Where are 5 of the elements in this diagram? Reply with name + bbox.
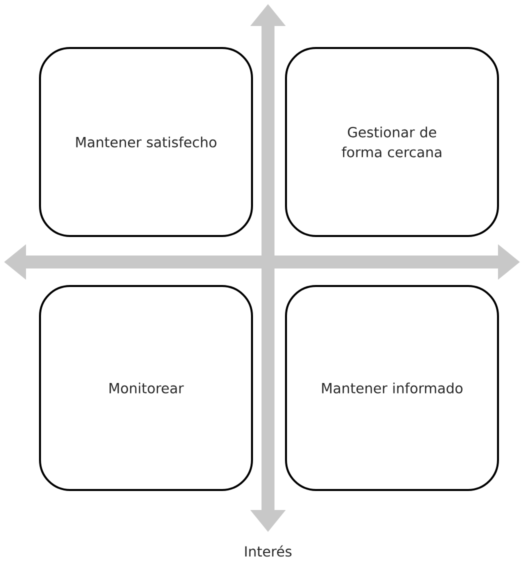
quadrant-box: Mantener informado [285, 285, 499, 491]
axis-label: Interés [245, 545, 292, 557]
quadrant-box: Mantener satisfecho [39, 47, 253, 237]
quadrant-box: Gestionar de forma cercana [285, 47, 499, 237]
quadrant-box: Monitorear [39, 285, 253, 491]
